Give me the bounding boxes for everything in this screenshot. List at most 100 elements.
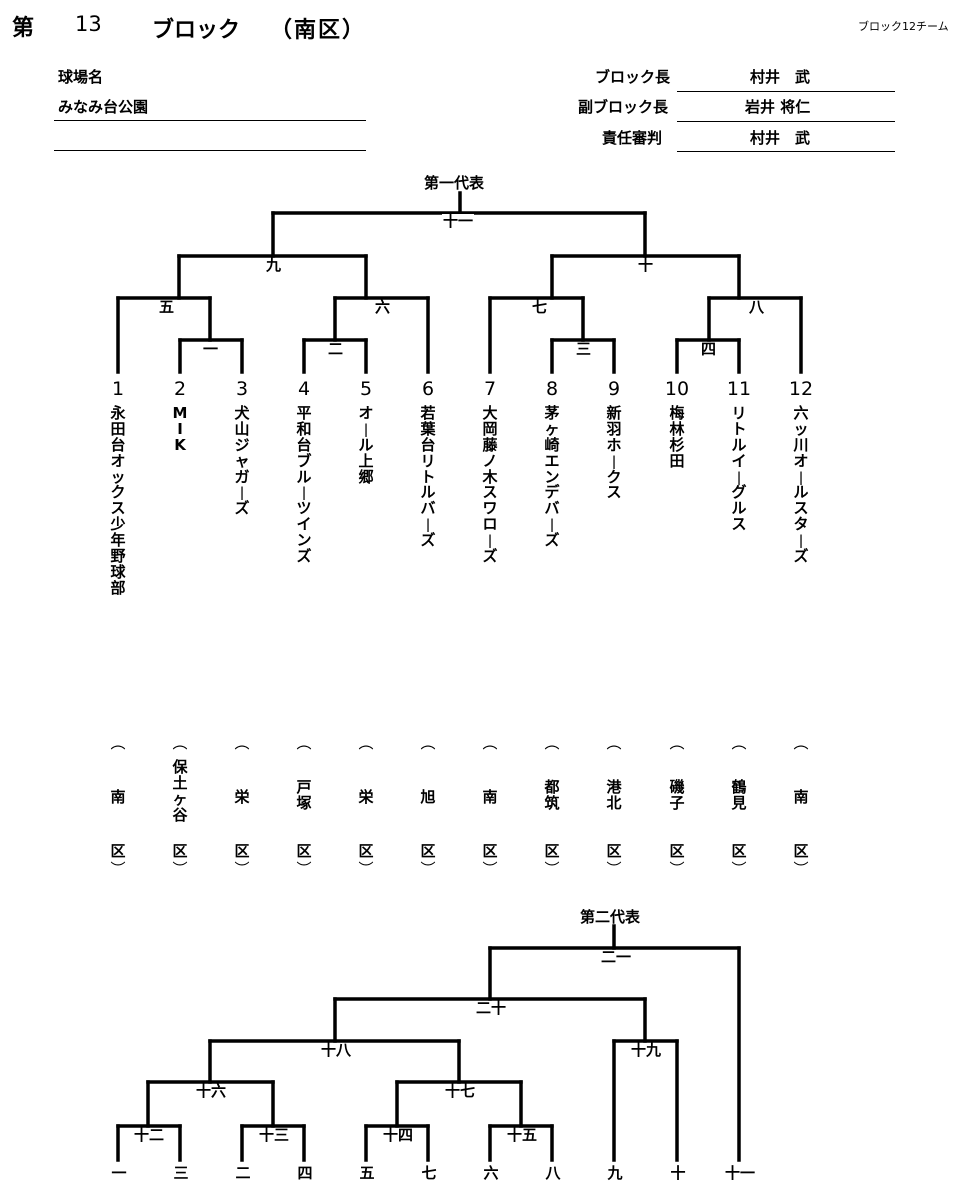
ward-suffix: 区 bbox=[669, 842, 685, 860]
ward-suffix: 区 bbox=[358, 842, 374, 860]
team-ward: 戸塚 bbox=[296, 778, 312, 812]
ward-paren-close: ︶ bbox=[234, 860, 250, 878]
team-number: 8 bbox=[545, 378, 559, 400]
block-number: 13 bbox=[75, 12, 102, 36]
district-title: （南区） bbox=[270, 18, 367, 43]
ward-paren-close: ︶ bbox=[793, 860, 809, 878]
bracket2-entry: 十一 bbox=[724, 1164, 755, 1182]
ward-paren-close: ︶ bbox=[482, 860, 498, 878]
match-label-11: 十一 bbox=[442, 212, 475, 230]
team-ward: 鶴見 bbox=[731, 778, 747, 812]
match-label-2: 二 bbox=[327, 340, 345, 358]
bracket2-lines bbox=[116, 924, 741, 1162]
team-number: 12 bbox=[788, 378, 814, 400]
team-number: 11 bbox=[726, 378, 752, 400]
header-dai: 第 bbox=[12, 16, 35, 41]
ward-suffix: 区 bbox=[793, 842, 809, 860]
ward-suffix: 区 bbox=[731, 842, 747, 860]
bracket2-entry: 六 bbox=[483, 1164, 499, 1182]
role-label-chief-umpire: 責任審判 bbox=[602, 129, 663, 147]
ward-suffix: 区 bbox=[544, 842, 560, 860]
match-label-12: 十二 bbox=[133, 1126, 166, 1144]
bracket2-entry: 八 bbox=[545, 1164, 561, 1182]
team-number: 1 bbox=[111, 378, 125, 400]
role-value-sub-leader: 岩井 将仁 bbox=[745, 98, 811, 116]
team-ward: 南 bbox=[110, 788, 126, 806]
ward-paren-close: ︶ bbox=[296, 860, 312, 878]
ward-paren-open: ︵ bbox=[110, 734, 126, 752]
match-label-7: 七 bbox=[531, 298, 549, 316]
match-label-15: 十五 bbox=[506, 1126, 539, 1144]
team-ward: 南 bbox=[482, 788, 498, 806]
bracket2-entry: 二 bbox=[235, 1164, 251, 1182]
team-number: 9 bbox=[607, 378, 621, 400]
bracket1-lines bbox=[116, 191, 803, 374]
ward-paren-close: ︶ bbox=[172, 860, 188, 878]
match-label-19: 十九 bbox=[630, 1041, 663, 1059]
team-ward: 旭 bbox=[420, 788, 436, 806]
team-ward: 港北 bbox=[606, 778, 622, 812]
team-name: 犬山ジャガ|ズ bbox=[234, 404, 250, 518]
ward-paren-close: ︶ bbox=[420, 860, 436, 878]
team-name: 平和台ブル|ツインズ bbox=[296, 404, 312, 566]
match-label-13: 十三 bbox=[258, 1126, 291, 1144]
match-label-9: 九 bbox=[265, 256, 283, 274]
team-name: 永田台オックス少年野球部 bbox=[110, 404, 126, 597]
ward-paren-open: ︵ bbox=[172, 734, 188, 752]
team-name: 梅林杉田 bbox=[669, 404, 685, 470]
team-number: 6 bbox=[421, 378, 435, 400]
bracket2-entry: 一 bbox=[111, 1164, 127, 1182]
ward-paren-close: ︶ bbox=[358, 860, 374, 878]
match-label-8: 八 bbox=[748, 298, 766, 316]
ward-paren-close: ︶ bbox=[669, 860, 685, 878]
team-count: ブロック12チーム bbox=[858, 20, 949, 33]
ward-paren-open: ︵ bbox=[296, 734, 312, 752]
team-ward: 南 bbox=[793, 788, 809, 806]
team-name: 若葉台リトルバ|ズ bbox=[420, 404, 436, 550]
second-representative-label: 第二代表 bbox=[580, 908, 641, 926]
ward-paren-open: ︵ bbox=[669, 734, 685, 752]
ward-paren-close: ︶ bbox=[606, 860, 622, 878]
bracket2-entry: 七 bbox=[421, 1164, 437, 1182]
team-ward: 栄 bbox=[234, 788, 250, 806]
team-number: 10 bbox=[664, 378, 690, 400]
team-number: 7 bbox=[483, 378, 497, 400]
match-label-21: 二一 bbox=[600, 948, 633, 966]
match-label-14: 十四 bbox=[382, 1126, 415, 1144]
team-name: 大岡藤ノ木スワロ|ズ bbox=[482, 404, 498, 566]
ward-suffix: 区 bbox=[482, 842, 498, 860]
team-ward: 保土ヶ谷 bbox=[172, 758, 188, 824]
ward-paren-open: ︵ bbox=[606, 734, 622, 752]
match-label-3: 三 bbox=[575, 340, 593, 358]
role-value-block-leader: 村井 武 bbox=[750, 68, 811, 86]
first-representative-label: 第一代表 bbox=[424, 174, 485, 192]
ward-paren-open: ︵ bbox=[234, 734, 250, 752]
venue-label: 球場名 bbox=[58, 68, 104, 86]
ward-paren-close: ︶ bbox=[544, 860, 560, 878]
ward-suffix: 区 bbox=[296, 842, 312, 860]
bracket2-entry: 三 bbox=[173, 1164, 189, 1182]
bracket2-entry: 五 bbox=[359, 1164, 375, 1182]
ward-suffix: 区 bbox=[234, 842, 250, 860]
match-label-16: 十六 bbox=[195, 1082, 228, 1100]
ward-paren-open: ︵ bbox=[544, 734, 560, 752]
team-ward: 栄 bbox=[358, 788, 374, 806]
team-name: 六ッ川オ|ルスタ|ズ bbox=[793, 404, 809, 566]
bracket2-entry: 九 bbox=[607, 1164, 623, 1182]
team-name: リトルイ|グルス bbox=[731, 404, 747, 534]
team-name: 茅ヶ崎エンデバ|ズ bbox=[544, 404, 560, 550]
team-name: オ|ル上郷 bbox=[358, 404, 374, 486]
match-label-20: 二十 bbox=[475, 999, 508, 1017]
team-ward: 磯子 bbox=[669, 778, 685, 812]
team-number: 4 bbox=[297, 378, 311, 400]
match-label-10: 十 bbox=[637, 256, 655, 274]
ward-suffix: 区 bbox=[420, 842, 436, 860]
ward-paren-close: ︶ bbox=[110, 860, 126, 878]
bracket2-entry: 四 bbox=[297, 1164, 313, 1182]
role-value-chief-umpire: 村井 武 bbox=[750, 129, 811, 147]
match-label-17: 十七 bbox=[444, 1082, 477, 1100]
ward-suffix: 区 bbox=[606, 842, 622, 860]
team-name: 新羽ホ|クス bbox=[606, 404, 622, 502]
